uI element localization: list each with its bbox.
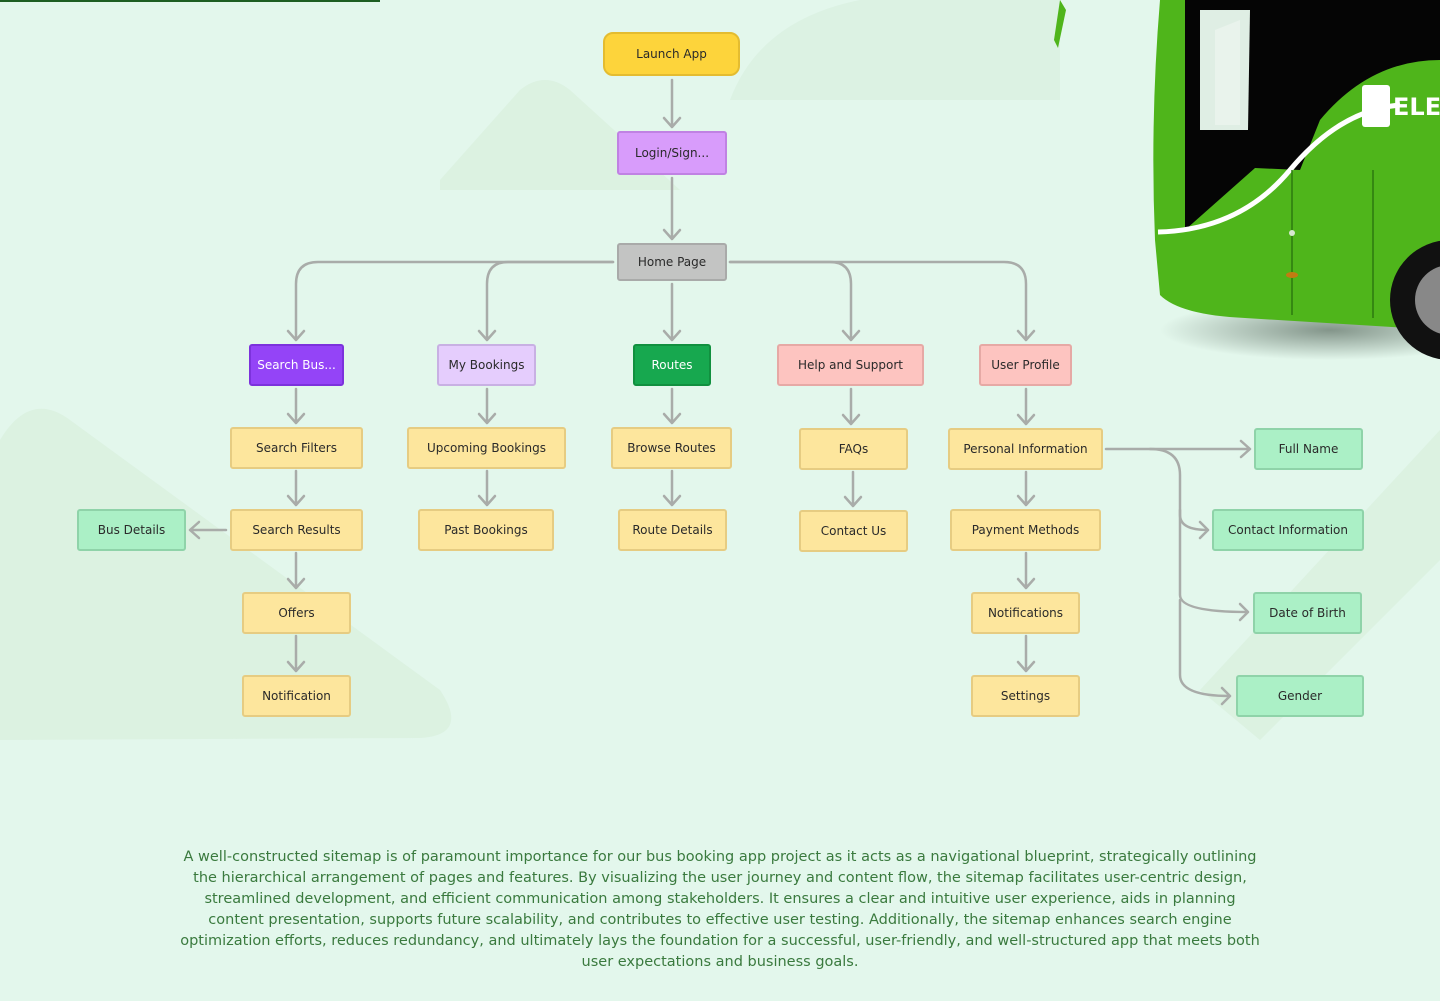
connector-arrow: [662, 78, 682, 129]
node-date-of-birth[interactable]: Date of Birth: [1253, 592, 1362, 634]
top-accent-bar: [0, 0, 380, 2]
connector-arrow: [188, 520, 228, 540]
node-contact-us[interactable]: Contact Us: [799, 510, 908, 552]
node-user-profile[interactable]: User Profile: [979, 344, 1072, 386]
connector-branch: [286, 260, 615, 342]
node-past-bookings[interactable]: Past Bookings: [418, 509, 554, 551]
node-full-name[interactable]: Full Name: [1254, 428, 1363, 470]
node-settings[interactable]: Settings: [971, 675, 1080, 717]
node-payment-methods[interactable]: Payment Methods: [950, 509, 1101, 551]
node-search-results[interactable]: Search Results: [230, 509, 363, 551]
node-contact-information[interactable]: Contact Information: [1212, 509, 1364, 551]
connector-branch: [728, 260, 1036, 342]
node-notification[interactable]: Notification: [242, 675, 351, 717]
connector-arrow: [662, 469, 682, 507]
connector-arrow: [1016, 634, 1036, 673]
node-search-bus[interactable]: Search Bus...: [249, 344, 344, 386]
node-bus-details[interactable]: Bus Details: [77, 509, 186, 551]
connector-arrow: [477, 469, 497, 507]
connector-arrow: [843, 470, 863, 508]
node-help-and-support[interactable]: Help and Support: [777, 344, 924, 386]
node-gender[interactable]: Gender: [1236, 675, 1364, 717]
bus-logo-text: ELEC: [1393, 93, 1440, 121]
electric-bus-image: ELEC: [1054, 0, 1440, 360]
connector-branch: [1178, 508, 1250, 622]
connector-branch: [728, 260, 861, 342]
connector-arrow: [1016, 551, 1036, 590]
bg-curve-top: [730, 0, 1060, 100]
connector-branch: [477, 260, 615, 342]
connector-arrow: [662, 176, 682, 241]
connector-branch: [1178, 598, 1232, 706]
node-launch-app[interactable]: Launch App: [603, 32, 740, 76]
node-login-signup[interactable]: Login/Sign...: [617, 131, 727, 175]
bg-stripe-right: [1200, 430, 1440, 740]
connector-arrow: [286, 469, 306, 507]
connector-arrow: [477, 387, 497, 425]
node-upcoming-bookings[interactable]: Upcoming Bookings: [407, 427, 566, 469]
connector-arrow: [841, 387, 861, 426]
connector-arrow: [1016, 387, 1036, 426]
connector-arrow: [286, 551, 306, 590]
connector-arrow: [662, 387, 682, 425]
connector-branch: [1148, 447, 1210, 540]
sitemap-description: A well-constructed sitemap is of paramou…: [180, 848, 1260, 970]
connector-arrow: [286, 387, 306, 425]
node-personal-information[interactable]: Personal Information: [948, 428, 1103, 470]
node-my-bookings[interactable]: My Bookings: [437, 344, 536, 386]
node-faqs[interactable]: FAQs: [799, 428, 908, 470]
node-home-page[interactable]: Home Page: [617, 243, 727, 281]
bg-triangle-left: [0, 408, 452, 740]
node-route-details[interactable]: Route Details: [618, 509, 727, 551]
node-offers[interactable]: Offers: [242, 592, 351, 634]
node-notifications[interactable]: Notifications: [971, 592, 1080, 634]
node-search-filters[interactable]: Search Filters: [230, 427, 363, 469]
connector-arrow: [1016, 470, 1036, 507]
node-routes[interactable]: Routes: [633, 344, 711, 386]
connector-arrow: [1104, 439, 1252, 459]
node-browse-routes[interactable]: Browse Routes: [611, 427, 732, 469]
connector-arrow: [662, 282, 682, 342]
connector-arrow: [286, 634, 306, 673]
